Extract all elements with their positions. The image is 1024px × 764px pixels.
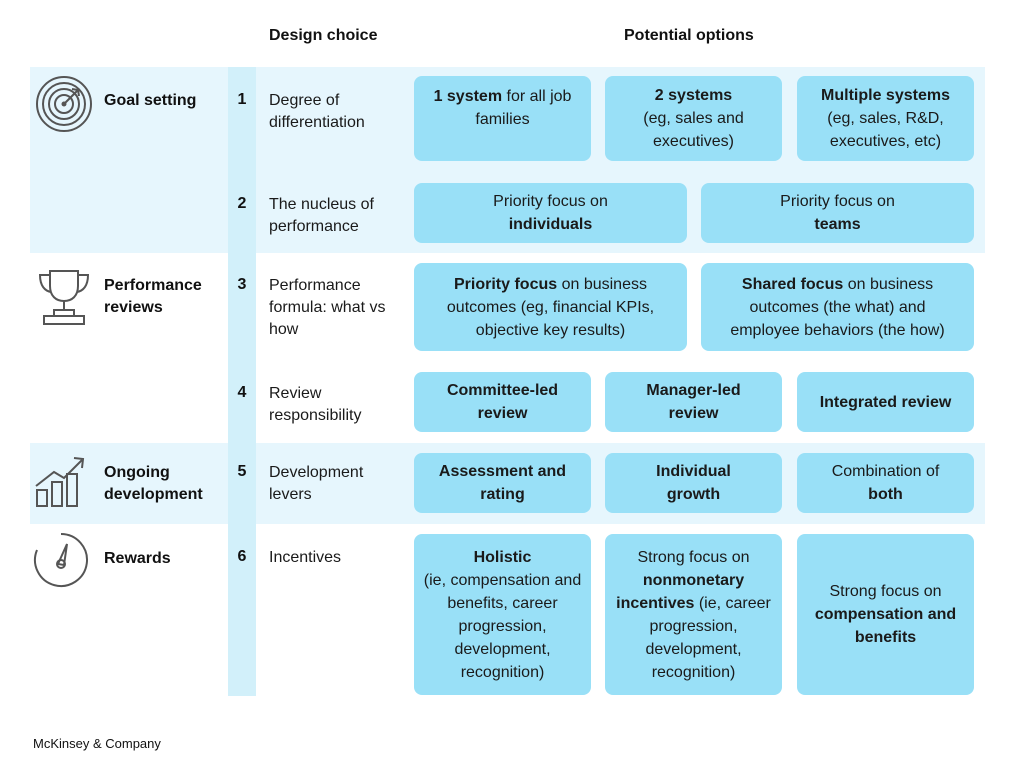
row-number-4: 4: [237, 384, 247, 401]
option-box: Integrated review: [797, 372, 974, 432]
category-ongoing-development: Ongoing development: [104, 464, 203, 503]
option-box: Assessment and rating: [414, 453, 591, 513]
design-choice-header: Design choice: [269, 27, 378, 44]
option-bold: Individual growth: [656, 463, 731, 503]
option-bold: 2 systems: [654, 87, 733, 104]
category-goal-setting: Goal setting: [104, 92, 197, 109]
category-performance-reviews: Performance reviews: [104, 277, 202, 316]
option-text: Strong focus on: [829, 583, 942, 600]
option-bold: Shared focus: [741, 275, 844, 293]
option-bold: Priority focus: [454, 275, 558, 293]
option-box: Priority focus on teams: [701, 183, 974, 243]
option-text: (ie, compensation and benefits, career p…: [423, 571, 582, 681]
option-text: (eg, sales and executives): [643, 110, 744, 150]
option-box: Priority focus on business outcomes (eg,…: [414, 263, 687, 351]
option-bold: Holistic: [473, 548, 532, 566]
option-box: Priority focus on individuals: [414, 183, 687, 243]
option-box: 2 systems (eg, sales and executives): [605, 76, 782, 161]
row-number-5: 5: [237, 463, 247, 480]
option-text: on business outcomes (eg, financial KPIs…: [446, 275, 655, 339]
potential-options-header: Potential options: [624, 27, 754, 44]
target-icon: [36, 76, 92, 132]
design-choice-4: Review responsibility: [269, 385, 362, 424]
option-bold: both: [868, 486, 903, 503]
option-bold: Manager-led review: [646, 382, 741, 422]
option-box: Strong focus on compensation and benefits: [797, 534, 974, 695]
category-rewards: Rewards: [104, 550, 171, 567]
option-box: Shared focus on business outcomes (the w…: [701, 263, 974, 351]
option-text: Strong focus on: [637, 548, 750, 566]
row-number-1: 1: [237, 91, 247, 108]
option-box: Combination of both: [797, 453, 974, 513]
option-text: (eg, sales, R&D, executives, etc): [827, 110, 944, 150]
option-box: Holistic (ie, compensation and benefits, …: [414, 534, 591, 695]
row-number-6: 6: [237, 548, 247, 565]
design-choice-2: The nucleus of performance: [269, 196, 374, 235]
option-bold: 1 system: [433, 88, 503, 105]
row-number-2: 2: [237, 195, 247, 212]
option-bold: Multiple systems: [821, 87, 950, 104]
option-box: Strong focus on nonmonetary incentives (i…: [605, 534, 782, 695]
option-text: (ie, career progression, development, re…: [645, 594, 771, 681]
design-choice-6: Incentives: [269, 549, 342, 566]
option-box: Multiple systems (eg, sales, R&D, executi…: [797, 76, 974, 161]
option-box: Individual growth: [605, 453, 782, 513]
design-choice-3: Performance formula: what vs how: [269, 277, 386, 338]
option-bold: Committee-led review: [446, 382, 559, 422]
option-bold: compensation and benefits: [814, 606, 957, 646]
option-text: Priority focus on: [780, 193, 895, 210]
option-box: 1 system for all job families: [414, 76, 591, 161]
option-bold: nonmonetary incentives: [616, 571, 745, 612]
design-choice-5: Development levers: [269, 464, 364, 503]
number-column: [228, 67, 256, 696]
design-choice-1: Degree of differentiation: [269, 92, 365, 131]
option-text: for all job families: [475, 88, 572, 128]
option-bold: Integrated review: [819, 393, 952, 411]
option-bold: teams: [814, 216, 861, 233]
gauge-icon: [34, 533, 88, 587]
growth-chart-icon: [35, 457, 85, 507]
option-bold: Assessment and rating: [438, 463, 567, 503]
option-text: Priority focus on: [493, 193, 608, 210]
option-box: Manager-led review: [605, 372, 782, 432]
option-box: Committee-led review: [414, 372, 591, 432]
option-text: Combination of: [831, 463, 940, 480]
option-text: on business outcomes (the what) and empl…: [730, 275, 945, 339]
option-bold: individuals: [508, 216, 593, 233]
footer-brand: McKinsey & Company: [33, 736, 161, 751]
trophy-icon: [38, 270, 90, 325]
row-number-3: 3: [237, 276, 247, 293]
